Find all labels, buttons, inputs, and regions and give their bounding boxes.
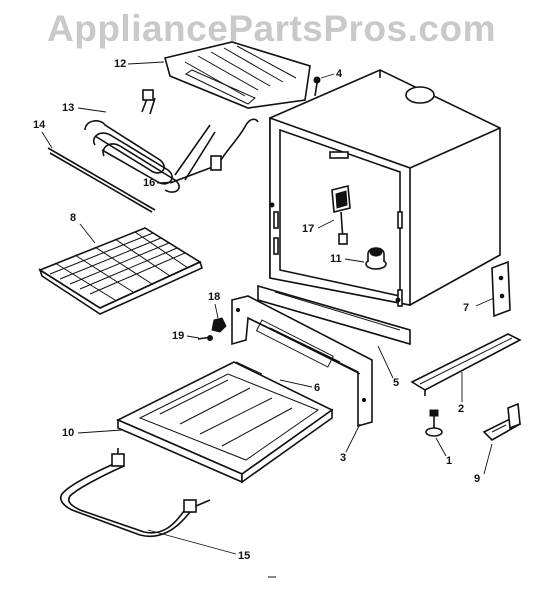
leader-17 [317,219,335,229]
leader-15 [147,529,237,555]
callout-5: 5 [393,377,399,389]
part-9-anti-tip-bracket[interactable] [482,402,522,441]
watermark-text: AppliancePartsPros.com [47,8,496,49]
part-6-oven-bottom[interactable] [116,361,334,484]
callout-1: 1 [446,455,452,467]
leader-12 [127,61,165,65]
callout-17: 17 [302,223,314,235]
leader-16 [156,181,173,184]
part-19-screw[interactable] [197,335,213,341]
leader-4 [320,73,335,79]
part-14-rod[interactable] [47,147,156,213]
part-1-leveling-leg[interactable] [425,409,443,437]
leader-1 [435,437,447,457]
callout-7: 7 [463,302,469,314]
part-7-bracket[interactable] [491,260,511,318]
part-17-light-assembly[interactable] [331,184,351,245]
leader-7 [475,297,495,307]
callout-13: 13 [62,102,74,114]
part-3-front-frame[interactable] [231,295,373,428]
callout-6: 6 [314,382,320,394]
part-13-broil-element[interactable] [84,89,216,193]
part-5-trim[interactable] [257,284,411,346]
leader-14 [41,131,53,149]
part-18-nut[interactable] [211,317,227,333]
callout-19: 19 [172,330,184,342]
leader-19 [186,335,200,339]
callout-8: 8 [70,212,76,224]
leader-8 [79,223,96,244]
leader-5 [377,345,394,379]
callout-9: 9 [474,473,480,485]
part-15-bake-element[interactable] [59,448,211,537]
part-2-rail[interactable] [410,333,522,396]
callout-14: 14 [33,119,46,131]
part-11-bulb[interactable] [365,247,387,270]
part-8-oven-rack[interactable] [38,227,203,315]
oven-cavity [269,69,501,307]
leader-11 [344,258,365,263]
callout-10: 10 [62,427,74,439]
callout-12: 12 [114,58,126,70]
leader-13 [77,107,107,113]
part-16-sensor[interactable] [169,118,259,184]
callout-11: 11 [330,253,342,265]
leader-18 [214,303,219,319]
part-4-screw[interactable] [313,76,321,97]
callout-16: 16 [143,177,155,189]
callout-3: 3 [340,452,346,464]
leader-3 [345,423,361,453]
callout-15: 15 [238,550,250,562]
callout-4: 4 [336,68,343,80]
callout-18: 18 [208,291,220,303]
part-12-shield[interactable] [164,41,311,109]
leader-6 [279,379,313,388]
callout-2: 2 [458,403,464,415]
leader-9 [483,443,493,475]
leader-10 [77,429,123,434]
